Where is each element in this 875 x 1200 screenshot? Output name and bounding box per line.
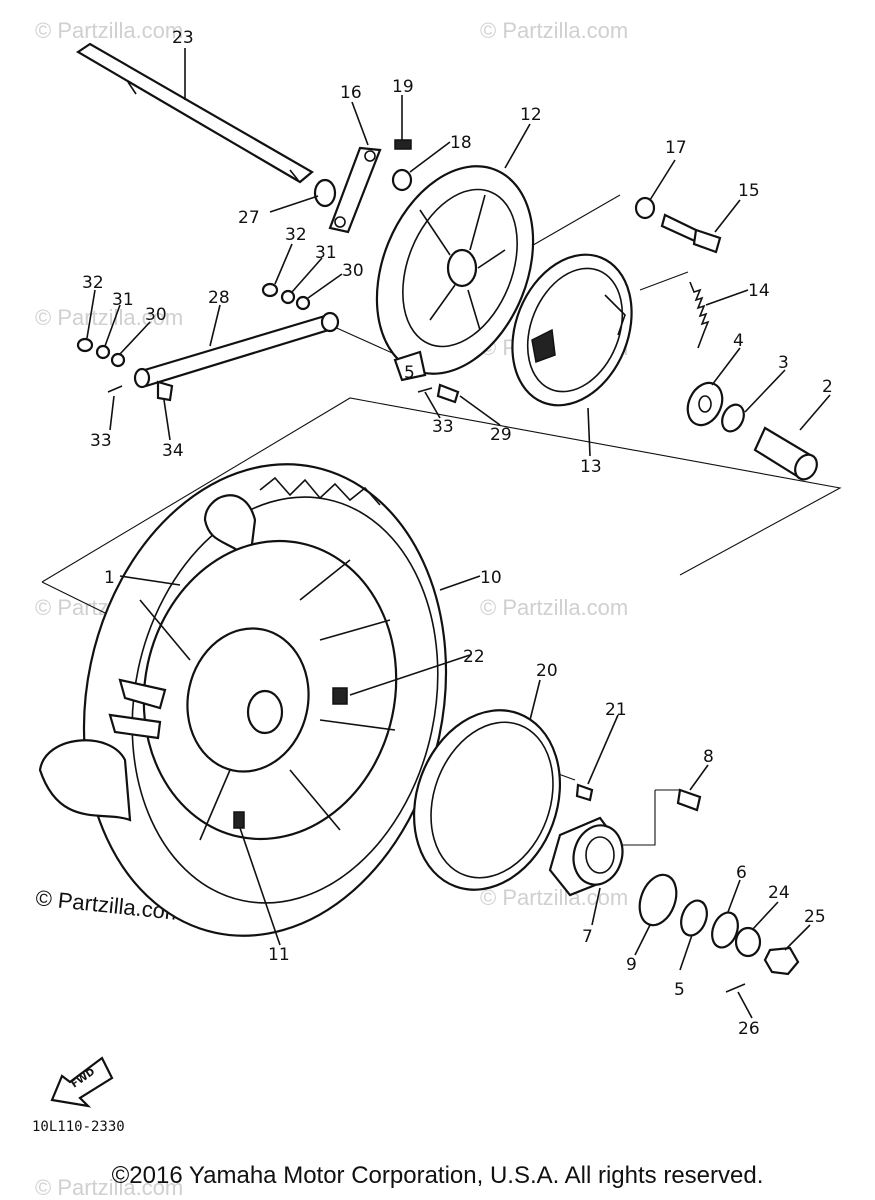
callout-14: 14	[748, 281, 770, 301]
callout-18: 18	[450, 133, 472, 153]
callout-5: 5	[404, 363, 415, 383]
callout-20: 20	[536, 661, 558, 681]
inner-tube	[38, 494, 257, 822]
clutch-hub	[548, 816, 624, 897]
callout-26: 26	[738, 1019, 760, 1039]
callout-17: 17	[665, 138, 687, 158]
nut	[76, 337, 94, 353]
copyright-notice: ©2016 Yamaha Motor Corporation, U.S.A. A…	[111, 1162, 764, 1189]
callout-6: 6	[736, 863, 747, 883]
callout-19: 19	[392, 77, 414, 97]
bolt	[156, 380, 174, 402]
bolt	[436, 383, 460, 404]
callout-11: 11	[268, 945, 290, 965]
callout-5: 5	[674, 980, 685, 1000]
diagram-code: 10L110-2330	[32, 1119, 125, 1135]
callout-22: 22	[463, 647, 485, 667]
watermark: © Partzilla.com	[35, 305, 183, 330]
balance-weight	[332, 687, 348, 705]
collar	[313, 178, 337, 208]
spring-washer	[280, 289, 296, 305]
axle-nut	[763, 946, 800, 976]
callout-8: 8	[703, 747, 714, 767]
leader-lines	[86, 48, 831, 1019]
bearing	[686, 381, 724, 427]
brake-shoe-plate	[375, 165, 535, 382]
callout-1: 1	[104, 568, 115, 588]
callout-2: 2	[822, 377, 833, 397]
o-ring	[638, 873, 678, 927]
callout-numbers: 23 16 19 18 12 17 15 27 32 31 30 32 31 3…	[82, 28, 833, 1039]
callout-15: 15	[738, 181, 760, 201]
tension-bar	[328, 146, 382, 234]
watermark: © Partzilla.com	[480, 18, 628, 43]
watermark: © Partzilla.com	[480, 885, 628, 910]
nut	[261, 282, 279, 298]
lock-washer	[391, 168, 413, 192]
brake-drum	[412, 709, 562, 891]
fwd-arrow-icon: FWD	[50, 1056, 114, 1108]
bolt	[575, 783, 594, 802]
valve	[233, 811, 245, 829]
washer	[110, 352, 126, 368]
callout-10: 10	[480, 568, 502, 588]
watermark: © Partzilla.com	[35, 18, 183, 43]
callout-24: 24	[768, 883, 790, 903]
callout-30: 30	[342, 261, 364, 281]
callout-16: 16	[340, 83, 362, 103]
bolt	[394, 139, 412, 150]
washer	[295, 295, 311, 311]
cotter-pin	[107, 385, 123, 393]
callout-28: 28	[208, 288, 230, 308]
rear-axle	[75, 42, 314, 184]
callout-32: 32	[285, 225, 307, 245]
callout-27: 27	[238, 208, 260, 228]
callout-7: 7	[582, 927, 593, 947]
callout-29: 29	[490, 425, 512, 445]
oil-seal	[711, 911, 739, 949]
callout-4: 4	[733, 331, 744, 351]
bolt	[676, 788, 702, 812]
callout-32: 32	[82, 273, 104, 293]
callout-33: 33	[432, 417, 454, 437]
spring	[689, 281, 710, 349]
callout-12: 12	[520, 105, 542, 125]
spring-washer	[95, 344, 111, 360]
collar-2	[753, 426, 818, 481]
bearing	[680, 899, 708, 937]
cotter-pin	[725, 983, 746, 993]
tension-rod	[133, 311, 340, 389]
callout-30: 30	[145, 305, 167, 325]
plain-washer	[734, 926, 762, 958]
oil-seal	[634, 196, 656, 220]
callout-23: 23	[172, 28, 194, 48]
cotter-pin	[417, 387, 433, 393]
callout-13: 13	[580, 457, 602, 477]
callout-31: 31	[112, 290, 134, 310]
callout-34: 34	[162, 441, 184, 461]
oil-seal	[721, 403, 745, 433]
watermark: © Partzilla.com	[35, 1175, 183, 1200]
cast-wheel	[108, 539, 398, 841]
callout-9: 9	[626, 955, 637, 975]
callout-3: 3	[778, 353, 789, 373]
callout-31: 31	[315, 243, 337, 263]
watermark: © Partzilla.com	[480, 595, 628, 620]
camshaft	[660, 213, 722, 254]
brake-shoe	[511, 253, 633, 407]
callout-25: 25	[804, 907, 826, 927]
callout-21: 21	[605, 700, 627, 720]
callout-33: 33	[90, 431, 112, 451]
